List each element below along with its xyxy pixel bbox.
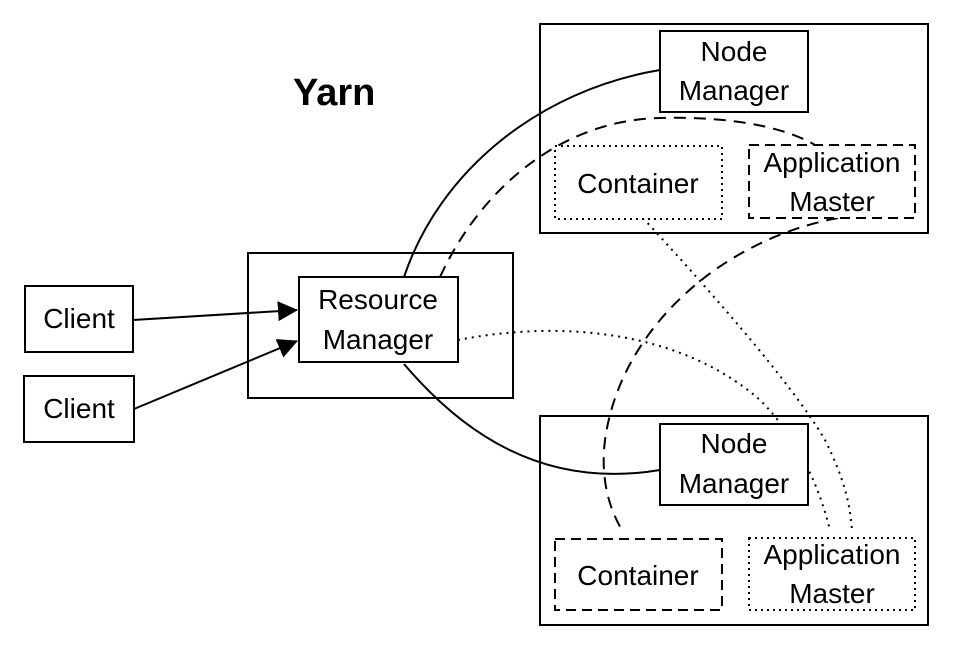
container-top-to-app-master-bottom-connector [642,217,853,531]
container-top-label: Container [577,168,698,199]
container-bottom-label: Container [577,560,698,591]
container-box-bottom [554,538,723,611]
app-master-box-bottom [748,537,916,611]
client-label-1: Client [43,303,115,334]
node-manager-top-line1: Node [701,36,768,67]
resource-manager-label-line1: Resource [318,284,438,315]
app-master-box-top [748,144,916,219]
rm-to-node-manager-bottom-connector [403,363,661,475]
container-box-top [554,145,723,220]
resource-manager-label-line2: Manager [323,324,434,355]
node-manager-box-bottom [659,423,809,506]
client-1-to-rm-arrow [132,301,298,322]
app-master-bottom-line1: Application [764,539,901,570]
app-master-bottom-line2: Master [789,578,875,609]
app-master-top-to-container-bottom-connector [602,217,839,531]
app-master-top-line1: Application [764,147,901,178]
client-2-to-rm-arrow [133,339,298,410]
diagram-title: Yarn [293,72,375,114]
resource-manager-box [298,276,459,363]
node-manager-bottom-line2: Manager [679,468,790,499]
app-master-top-line2: Master [789,186,875,217]
node-manager-bottom-line1: Node [701,428,768,459]
client-box-1 [24,285,134,353]
node-manager-top-line2: Manager [679,75,790,106]
client-box-2 [23,375,135,443]
node-manager-box-top [659,30,809,113]
client-label-2: Client [43,393,115,424]
rm-to-node-manager-top-connector [403,69,661,278]
rm-to-app-master-top-connector [439,116,816,278]
